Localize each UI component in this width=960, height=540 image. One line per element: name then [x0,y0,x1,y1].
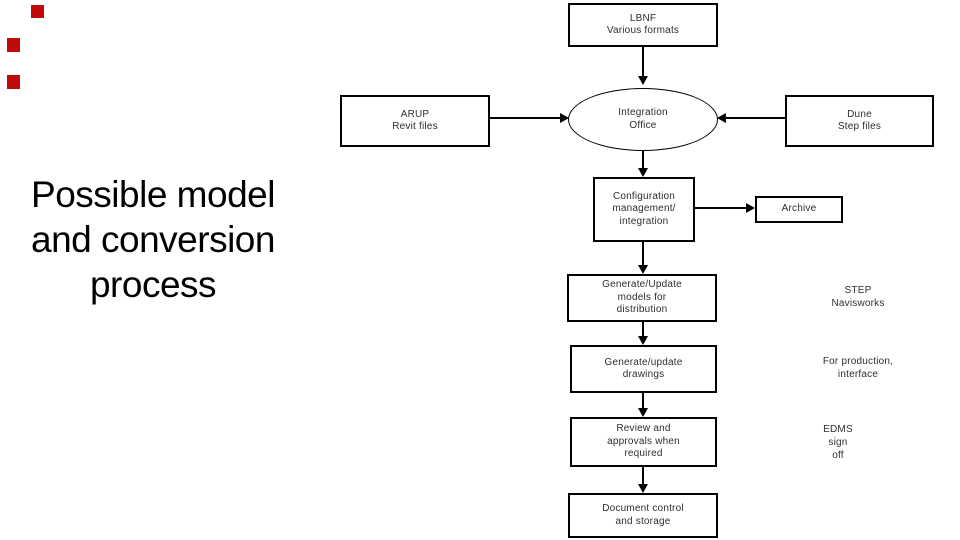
node-text-line: Dune [847,108,872,120]
node-text-line: Integration [618,107,668,118]
annotation-line: Navisworks [831,298,885,309]
arrowhead-down-icon [638,484,648,493]
annotation-line: EDMS [823,424,853,435]
node-text-line: ARUP [400,108,430,120]
connector-office-to-config [642,150,644,172]
red-edge-marker [7,75,20,89]
node-text-line: Configuration [612,190,676,202]
slide-title-line: and conversion [31,219,275,260]
node-archive: Archive [755,196,843,223]
node-text-line: approvals when [607,435,680,447]
arrowhead-right-icon [746,203,755,213]
annotation-line: off [832,450,844,461]
connector-config-to-models [642,242,644,268]
connector-lbnf-to-office [642,47,644,83]
slide-title: Possible model and conversion process [18,172,288,307]
node-generate-update-drawings: Generate/update drawings [570,345,717,393]
annotation-edms-sign-off: EDMS sign off [788,423,888,462]
connector-arup-to-office [490,117,562,119]
node-text-line: LBNF [629,12,657,24]
node-text-line: integration [619,215,669,227]
node-text-line: Generate/update [604,356,683,368]
node-text-line: and storage [615,515,671,527]
arrowhead-down-icon [638,168,648,177]
node-text-line: Document control [602,503,684,514]
annotation-step-navisworks: STEP Navisworks [788,284,928,310]
node-text-line: drawings [622,369,665,380]
node-lbnf-source: LBNF Various formats [568,3,718,47]
red-edge-marker [7,38,20,52]
connector-drawings-to-review [642,393,644,411]
node-review-approvals: Review and approvals when required [570,417,717,467]
connector-dune-to-office [724,117,785,119]
annotation-for-production-interface: For production, interface [788,355,928,381]
node-text-line: Various formats [606,25,680,36]
connector-config-to-archive [695,207,749,209]
arrowhead-right-icon [560,113,569,123]
slide-title-line: process [89,264,217,305]
node-text-line: Step files [837,121,882,132]
node-text-line: models for [617,291,667,303]
connector-models-to-drawings [642,322,644,339]
node-generate-update-models: Generate/Update models for distribution [567,274,717,322]
node-text-line: Archive [781,203,817,215]
node-document-control: Document control and storage [568,493,718,538]
arrowhead-down-icon [638,336,648,345]
node-arup-source: ARUP Revit files [340,95,490,147]
slide-title-line: Possible model [31,174,275,215]
arrowhead-down-icon [638,76,648,85]
node-text-line: Review and [616,423,671,435]
node-configuration-management: Configuration management/ integration [593,177,695,242]
node-text-line: Revit files [392,121,438,132]
arrowhead-down-icon [638,408,648,417]
connector-review-to-doccontrol [642,467,644,487]
node-text-line: distribution [616,304,668,316]
node-dune-source: Dune Step files [785,95,934,147]
annotation-line: interface [837,369,879,380]
node-integration-office-ellipse: Integration Office [568,88,718,151]
arrowhead-down-icon [638,265,648,274]
arrowhead-left-icon [717,113,726,123]
annotation-line: For production, [822,356,894,367]
node-text-line: required [624,448,663,460]
node-text-line: Generate/Update [602,279,682,291]
node-text-line: management/ [612,203,676,215]
annotation-line: sign [828,437,848,448]
red-edge-marker [31,5,44,18]
node-text-line: Office [629,119,657,131]
annotation-line: STEP [844,285,872,296]
